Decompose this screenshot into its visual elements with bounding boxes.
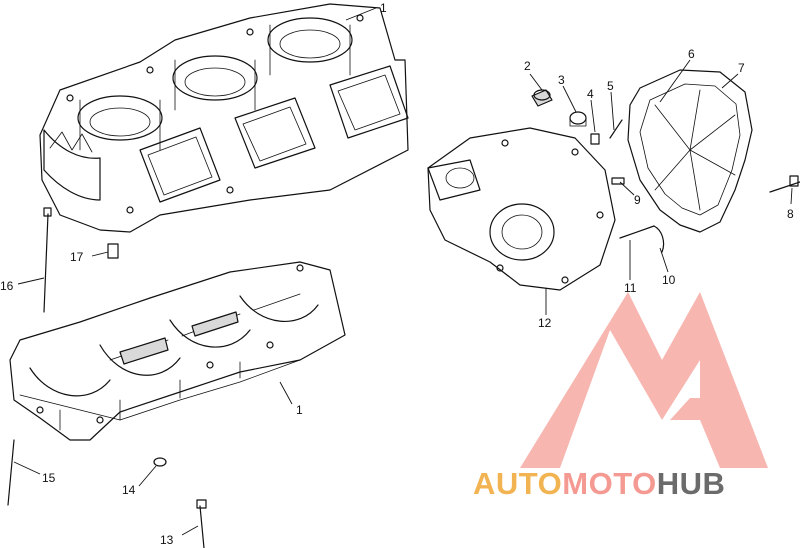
callout-2: 2	[524, 59, 531, 73]
callout-6: 6	[688, 47, 695, 61]
screw-part-5	[609, 119, 623, 139]
callout-5: 5	[607, 79, 614, 93]
leader-13	[181, 525, 199, 536]
callout-4: 4	[587, 87, 594, 101]
stud-part-16	[43, 207, 52, 313]
lower-crankcase	[9, 261, 346, 441]
callout-13: 13	[160, 533, 174, 547]
watermark-auto: AUTO	[473, 466, 563, 501]
callout-9: 9	[634, 193, 641, 207]
upper-crankcase	[39, 3, 409, 233]
leader-4	[590, 99, 596, 133]
callout-17: 17	[70, 250, 84, 264]
leader-lines	[13, 7, 793, 536]
bolt-part-13	[196, 499, 207, 548]
leader-8	[790, 187, 793, 205]
callout-7: 7	[738, 61, 745, 75]
cap-part-3	[569, 111, 587, 127]
leader-10	[659, 247, 669, 273]
callout-11: 11	[624, 281, 637, 295]
leader-16	[17, 277, 45, 285]
leader-17	[91, 251, 109, 257]
outer-cover	[627, 69, 753, 233]
callout-8: 8	[787, 207, 794, 221]
leader-9	[619, 181, 635, 196]
callout-16: 16	[0, 279, 14, 293]
leader-15	[13, 461, 41, 475]
watermark-moto: MOTO	[562, 466, 657, 501]
leader-7	[721, 73, 739, 89]
callout-1-bottom: 1	[296, 403, 303, 417]
watermark-hub: HUB	[656, 466, 726, 501]
leader-6	[659, 59, 691, 103]
stud-part-11	[619, 225, 655, 239]
pin-part-9	[611, 177, 625, 185]
leader-1-top	[345, 7, 377, 21]
callout-15: 15	[42, 471, 56, 485]
callout-14: 14	[122, 483, 136, 497]
leader-14	[138, 465, 157, 487]
watermark-wordmark: AUTOMOTOHUB	[473, 466, 725, 502]
washer-part-14	[153, 457, 167, 467]
watermark-logo-triangle	[520, 292, 768, 468]
callout-1-top: 1	[380, 1, 387, 15]
dowel-part-17	[107, 243, 119, 259]
stator-housing	[427, 127, 616, 291]
stud-part-15	[7, 439, 15, 506]
seal-ring-part-2	[531, 89, 553, 107]
callout-10: 10	[662, 273, 676, 287]
leader-1-bottom	[279, 381, 293, 405]
leader-3	[562, 85, 577, 113]
callout-3: 3	[558, 73, 565, 87]
callout-12: 12	[538, 316, 552, 330]
plug-part-4	[590, 133, 600, 145]
oring-part-10	[653, 225, 665, 253]
leader-5	[610, 91, 615, 131]
leader-2	[529, 73, 543, 91]
bolt-part-8	[769, 175, 800, 193]
